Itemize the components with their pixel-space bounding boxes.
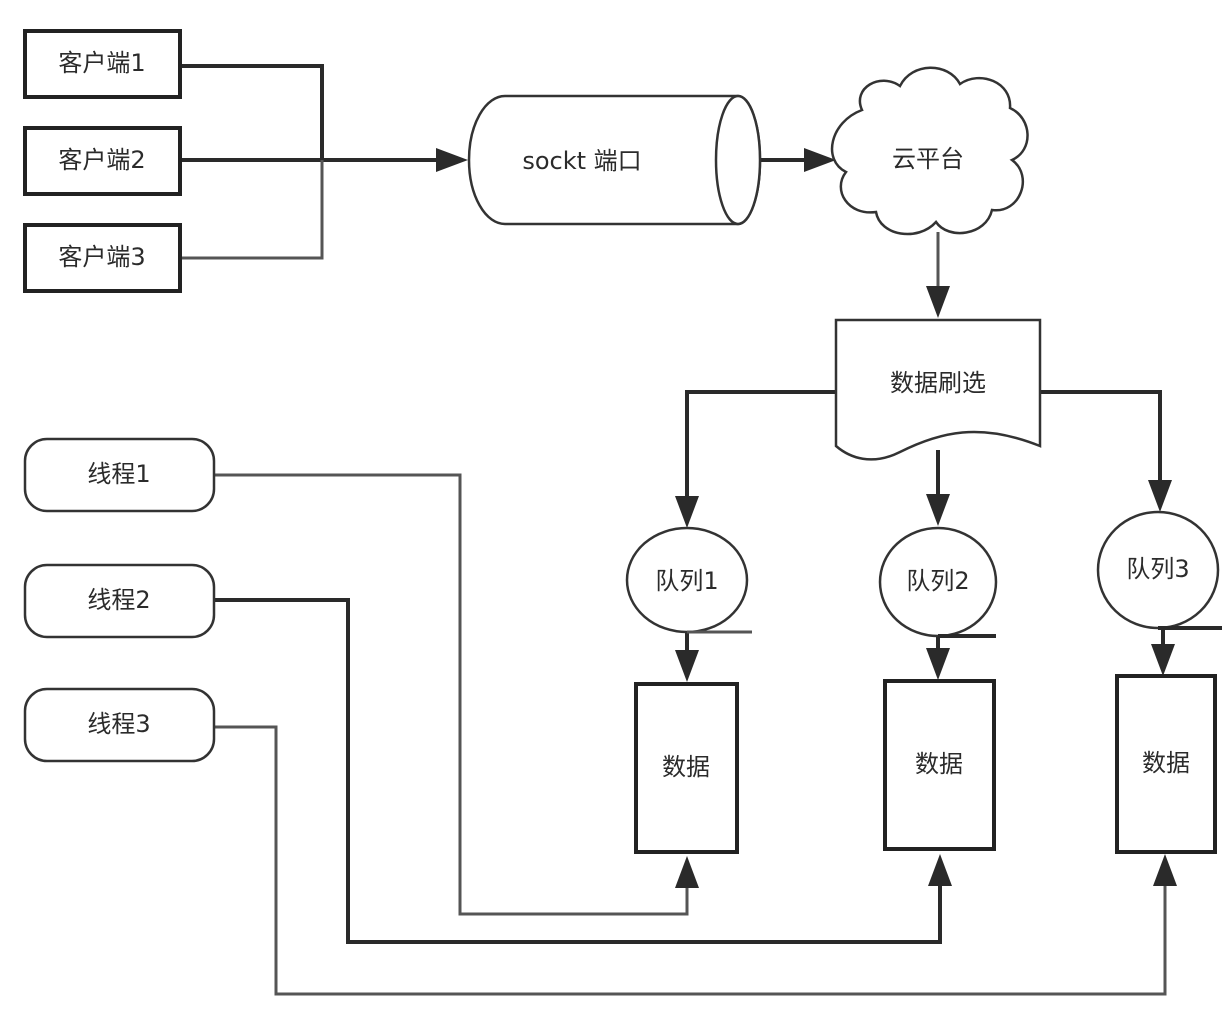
thread3-arrowhead — [1153, 854, 1177, 886]
data-box-3: 数据 — [1115, 674, 1217, 854]
client-box-2: 客户端2 — [23, 126, 182, 196]
client-label-3: 客户端3 — [58, 243, 145, 271]
queue-label-1: 队列1 — [655, 567, 718, 595]
socket-cylinder: sockt 端口 — [467, 94, 762, 226]
cloud-label: 云平台 — [892, 145, 964, 173]
client-label-2: 客户端2 — [58, 146, 145, 174]
filter-queue1-connector — [685, 390, 836, 500]
thread-box-2: 线程2 — [23, 563, 216, 639]
thread2-connector — [214, 598, 942, 944]
queue2-arrowhead — [926, 494, 950, 526]
filter-label: 数据刷选 — [890, 369, 986, 397]
filter-document: 数据刷选 — [834, 318, 1042, 461]
cloud-shape: 云平台 — [830, 66, 1029, 236]
data1-arrowhead — [675, 650, 699, 682]
cloud-arrowhead — [804, 148, 836, 172]
client-label-1: 客户端1 — [58, 49, 145, 77]
data-box-2: 数据 — [883, 679, 996, 851]
socket-arrowhead — [436, 148, 468, 172]
queue-3: 队列3 — [1096, 510, 1222, 630]
filter-queue3-connector — [1040, 390, 1162, 485]
queue-label-3: 队列3 — [1126, 555, 1189, 583]
client3-connector — [180, 160, 324, 260]
thread3-connector — [214, 725, 1167, 996]
queue-1: 队列1 — [625, 526, 752, 634]
client-box-1: 客户端1 — [23, 29, 182, 99]
data-label-1: 数据 — [662, 753, 710, 781]
queue-2: 队列2 — [878, 526, 998, 638]
data2-arrowhead — [926, 648, 950, 680]
queue-label-2: 队列2 — [906, 567, 969, 595]
thread1-connector — [214, 473, 689, 916]
thread-box-1: 线程1 — [23, 437, 216, 513]
data-label-2: 数据 — [915, 750, 963, 778]
data3-arrowhead — [1151, 644, 1175, 676]
data-box-1: 数据 — [634, 682, 739, 854]
queue1-arrowhead — [675, 496, 699, 528]
data-label-3: 数据 — [1142, 749, 1190, 777]
thread-box-3: 线程3 — [23, 687, 216, 763]
socket-label: sockt 端口 — [522, 147, 641, 175]
thread1-arrowhead — [675, 856, 699, 888]
connectors — [180, 64, 1177, 996]
thread2-arrowhead — [928, 854, 952, 886]
thread-label-2: 线程2 — [87, 586, 150, 614]
filter-arrowhead — [926, 286, 950, 318]
client1-connector — [180, 64, 324, 160]
thread-label-3: 线程3 — [87, 710, 150, 738]
thread-label-1: 线程1 — [87, 460, 150, 488]
queue3-arrowhead — [1148, 480, 1172, 512]
client-box-3: 客户端3 — [23, 223, 182, 293]
